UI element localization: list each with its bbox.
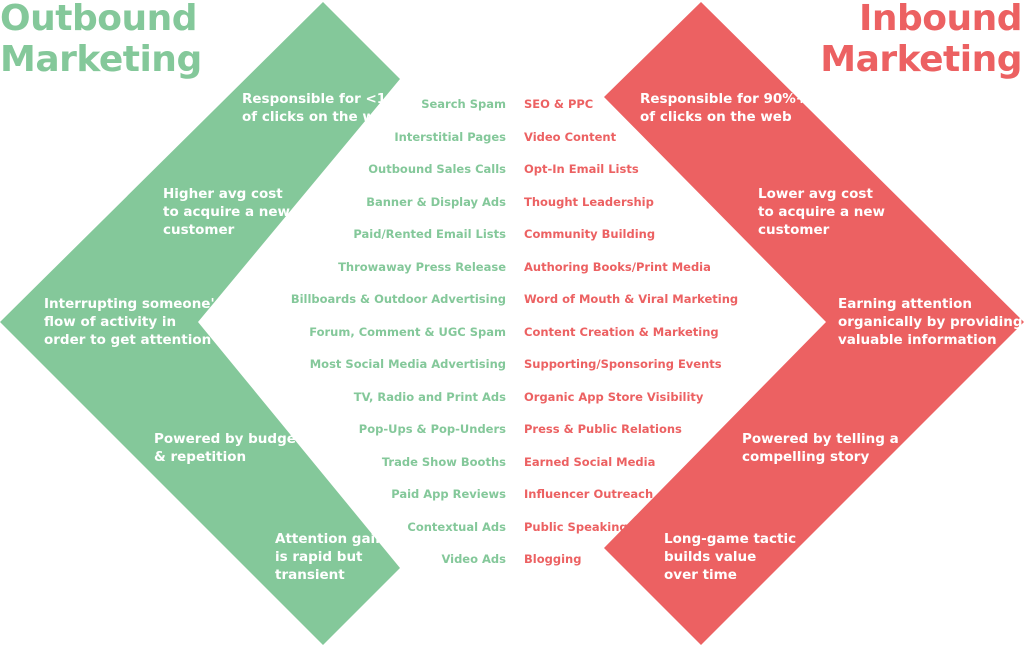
outbound-title-line2: Marketing [0,39,202,80]
inbound-note-clicks: Responsible for 90%+ of clicks on the we… [640,91,808,125]
inbound-tactic: Opt-In Email Lists [524,162,639,176]
outbound-tactic: Forum, Comment & UGC Spam [309,324,506,339]
inbound-tactic: SEO & PPC [524,97,594,111]
outbound-tactic: Paid App Reviews [391,487,506,501]
inbound-tactic: Organic App Store Visibility [524,389,704,404]
inbound-tactic: Video Content [524,129,617,144]
outbound-tactic: Banner & Display Ads [366,194,506,209]
inbound-title: Inbound Marketing [820,0,1022,80]
inbound-tactic: Press & Public Relations [524,422,682,436]
outbound-note-transient: Attention gained is rapid but transient [275,531,404,583]
inbound-chevron [604,2,1024,645]
outbound-tactic: Throwaway Press Release [338,259,506,274]
outbound-tactic: Paid/Rented Email Lists [353,227,506,241]
inbound-tactic: Public Speaking [524,519,628,534]
outbound-tactic: Video Ads [441,552,506,566]
inbound-note-long-game: Long-game tactic builds value over time [664,531,797,583]
outbound-tactic: TV, Radio and Print Ads [353,389,506,404]
outbound-note-clicks: Responsible for <10% of clicks on the we… [242,91,410,125]
outbound-note-interrupting: Interrupting someone's flow of activity … [44,296,223,348]
outbound-chevron [0,2,400,645]
inbound-title-line2: Marketing [820,39,1022,80]
outbound-tactic: Most Social Media Advertising [309,357,506,371]
outbound-tactic: Contextual Ads [407,519,506,534]
inbound-title-line1: Inbound [858,0,1023,39]
inbound-note-cost: Lower avg cost to acquire a new customer [758,186,886,238]
outbound-tactic: Billboards & Outdoor Advertising [290,292,506,306]
inbound-tactics-list: SEO & PPC Video Content Opt-In Email Lis… [524,95,738,583]
inbound-tactic: Community Building [524,227,656,241]
inbound-tactic: Blogging [524,552,582,566]
outbound-title-line1: Outbound [0,0,197,39]
outbound-tactic: Outbound Sales Calls [368,162,506,176]
outbound-note-cost: Higher avg cost to acquire a new custome… [163,186,291,238]
inbound-tactic: Earned Social Media [524,454,656,469]
inbound-note-story: Powered by telling a compelling story [742,431,899,465]
outbound-tactic: Search Spam [421,97,506,111]
inbound-tactic: Supporting/Sponsoring Events [524,357,722,371]
outbound-tactic: Interstitial Pages [394,129,506,144]
inbound-tactic: Influencer Outreach [524,487,654,501]
inbound-tactic: Content Creation & Marketing [524,324,719,339]
outbound-tactic: Trade Show Booths [381,454,506,469]
inbound-tactic: Thought Leadership [524,194,654,209]
outbound-tactic: Pop-Ups & Pop-Unders [358,422,506,436]
outbound-note-budget: Powered by budget & repetition [154,431,303,465]
inbound-tactic: Authoring Books/Print Media [524,259,711,274]
outbound-title: Outbound Marketing [0,0,202,80]
outbound-tactics-list: Search Spam Interstitial Pages Outbound … [291,95,506,583]
inbound-note-earning: Earning attention organically by providi… [838,296,1023,348]
inbound-tactic: Word of Mouth & Viral Marketing [524,292,739,306]
